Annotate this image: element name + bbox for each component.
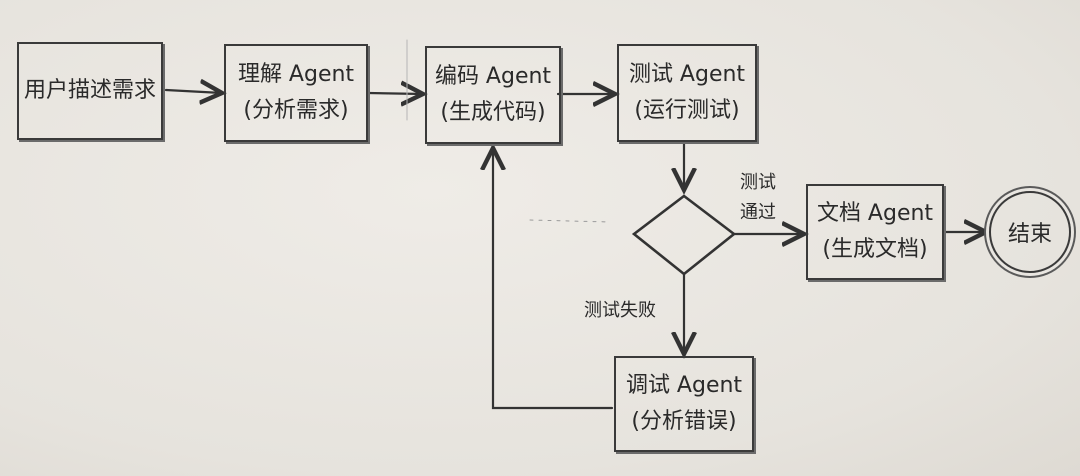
node-debug-agent: 调试 Agent (分析错误) [614, 356, 754, 452]
decision-diamond [631, 194, 737, 276]
node-sublabel: (分析错误) [631, 409, 737, 434]
edge-label-pass-line1: 测试 [740, 172, 776, 193]
node-sublabel: (生成代码) [440, 100, 546, 125]
node-understand-agent: 理解 Agent (分析需求) [224, 44, 368, 142]
node-label: 用户描述需求 [23, 78, 156, 103]
arrow-understand-to-code [366, 93, 423, 94]
node-label: 文档 Agent [816, 201, 934, 226]
node-label: 编码 Agent [434, 64, 552, 89]
node-user-describes-requirements: 用户描述需求 [17, 42, 163, 140]
node-doc-agent: 文档 Agent (生成文档) [806, 184, 944, 280]
edge-label-fail: 测试失败 [584, 300, 656, 321]
node-sublabel: (生成文档) [822, 237, 928, 262]
node-label: 测试 Agent [628, 62, 746, 87]
node-test-agent: 测试 Agent (运行测试) [617, 44, 757, 142]
arrow-user-to-understand [164, 90, 222, 93]
node-end: 结束 [989, 191, 1071, 273]
node-label: 调试 Agent [625, 373, 743, 398]
arrow-debug-to-code [493, 148, 614, 410]
node-code-agent: 编码 Agent (生成代码) [425, 46, 561, 144]
node-sublabel: (分析需求) [243, 98, 349, 123]
end-label: 结束 [1007, 222, 1052, 247]
edge-label-pass-line2: 通过 [740, 202, 776, 223]
edge-label-pass: 测试 通过 [740, 170, 776, 226]
node-label: 理解 Agent [237, 62, 355, 87]
node-sublabel: (运行测试) [634, 98, 740, 123]
